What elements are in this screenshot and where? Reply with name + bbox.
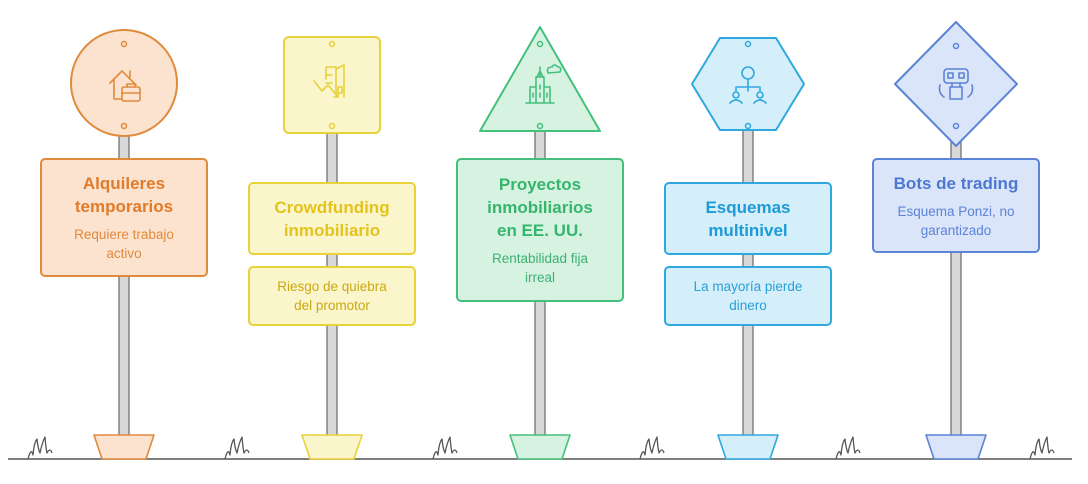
- signpost-2: [283, 36, 381, 460]
- grass-tuft-3: [432, 436, 458, 460]
- sign-title: Alquileres temporarios: [74, 174, 174, 216]
- sign-description: Esquema Ponzi, no garantizado: [897, 203, 1015, 238]
- house-briefcase-icon: [109, 70, 141, 102]
- sign-panel-3: Proyectos inmobiliarios en EE. UU. Rentab…: [456, 158, 624, 302]
- sign-title: Proyectos inmobiliarios en EE. UU.: [487, 175, 593, 240]
- grass-tuft-6: [1029, 436, 1055, 460]
- signpost-base: [925, 434, 987, 460]
- signpost-pole: [326, 82, 338, 438]
- rivet: [120, 122, 128, 130]
- sign-title: Bots de trading: [893, 173, 1019, 193]
- rivet: [328, 122, 336, 130]
- buildings-decline-icon: [313, 64, 345, 98]
- grass-tuft-4: [639, 436, 665, 460]
- rivet: [536, 40, 544, 48]
- rivet: [744, 122, 752, 130]
- signpost-1: [70, 29, 178, 460]
- grass-tuft-2: [224, 436, 250, 460]
- top-sign-triangle: [479, 26, 601, 132]
- rivet: [536, 122, 544, 130]
- network-people-icon: [729, 66, 767, 104]
- signpost-base: [509, 434, 571, 460]
- signpost-base: [301, 434, 363, 460]
- top-sign-diamond: [894, 21, 1018, 147]
- sign-description: Requiere trabajo activo: [74, 227, 174, 261]
- robot-icon: [938, 68, 974, 100]
- sign-description: Riesgo de quiebra del promotor: [248, 266, 416, 326]
- grass-tuft-5: [835, 436, 861, 460]
- rivet: [952, 122, 960, 130]
- rivet: [328, 40, 336, 48]
- sign-title: Crowdfunding inmobiliario: [274, 197, 390, 240]
- sign-panel-2: Crowdfunding inmobiliario: [248, 182, 416, 255]
- top-sign-square: [283, 36, 381, 134]
- top-sign-circle: [70, 29, 178, 137]
- signpost-pole: [742, 82, 754, 438]
- rivet: [120, 40, 128, 48]
- sign-panel-4: Esquemas multinivel: [664, 182, 832, 255]
- skyscraper-icon: [525, 64, 562, 104]
- signpost-base: [93, 434, 155, 460]
- sign-description: La mayoría pierde dinero: [664, 266, 832, 326]
- signpost-base: [717, 434, 779, 460]
- rivet: [744, 40, 752, 48]
- sign-title: Esquemas multinivel: [705, 197, 791, 240]
- grass-tuft-1: [27, 436, 53, 460]
- rivet: [952, 42, 960, 50]
- sign-description: Rentabilidad fija irreal: [491, 251, 589, 285]
- signpost-5: [894, 21, 1018, 460]
